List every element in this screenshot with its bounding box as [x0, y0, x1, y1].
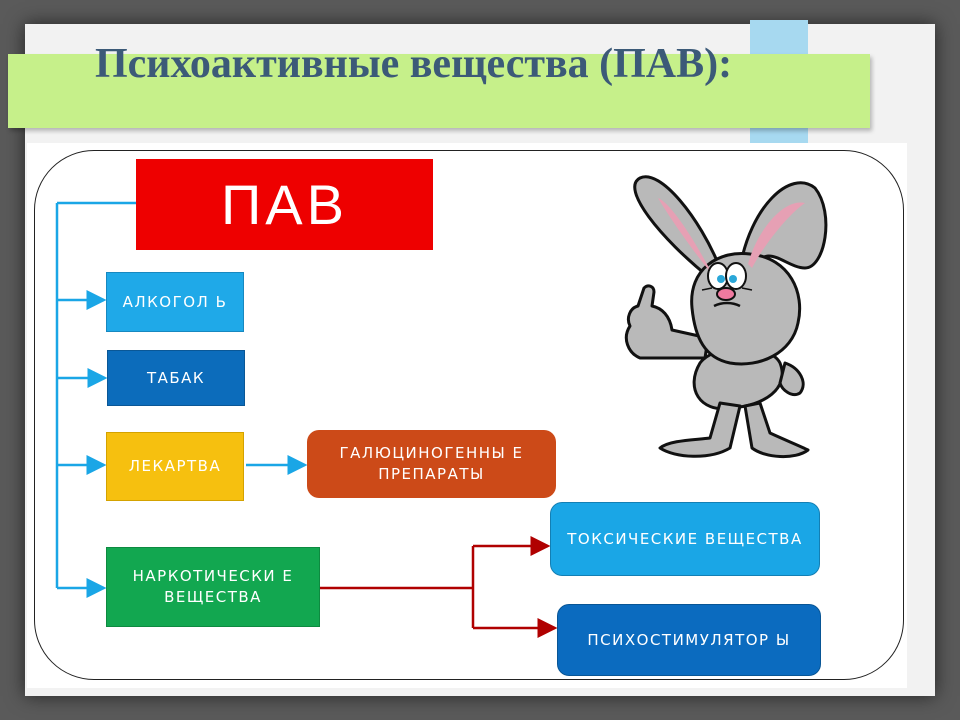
slide-title: Психоактивные вещества (ПАВ):: [95, 41, 733, 87]
bunny-right-leg: [743, 401, 810, 458]
node-toksicheskie: ТОКСИЧЕСКИЕ ВЕЩЕСТВА: [550, 502, 820, 576]
node-lekarstva: ЛЕКАРТВА: [106, 432, 244, 501]
bunny-right-arm: [778, 361, 805, 397]
node-tabak: ТАБАК: [107, 350, 245, 406]
node-narkotiki: НАРКОТИЧЕСКИ Е ВЕЩЕСТВА: [106, 547, 320, 627]
bunny-arm: [624, 284, 710, 360]
node-pav: ПАВ: [136, 159, 433, 250]
rounded-frame: [34, 150, 904, 680]
title-band: [8, 54, 870, 128]
bunny-left-leg: [658, 401, 742, 458]
node-gallyucinogeny: ГАЛЮЦИНОГЕННЫ Е ПРЕПАРАТЫ: [307, 430, 556, 498]
node-alkogol: АЛКОГОЛ Ь: [106, 272, 244, 332]
node-psihostimulyatory: ПСИХОСТИМУЛЯТОР Ы: [557, 604, 821, 676]
bunny-illustration: [624, 175, 828, 458]
